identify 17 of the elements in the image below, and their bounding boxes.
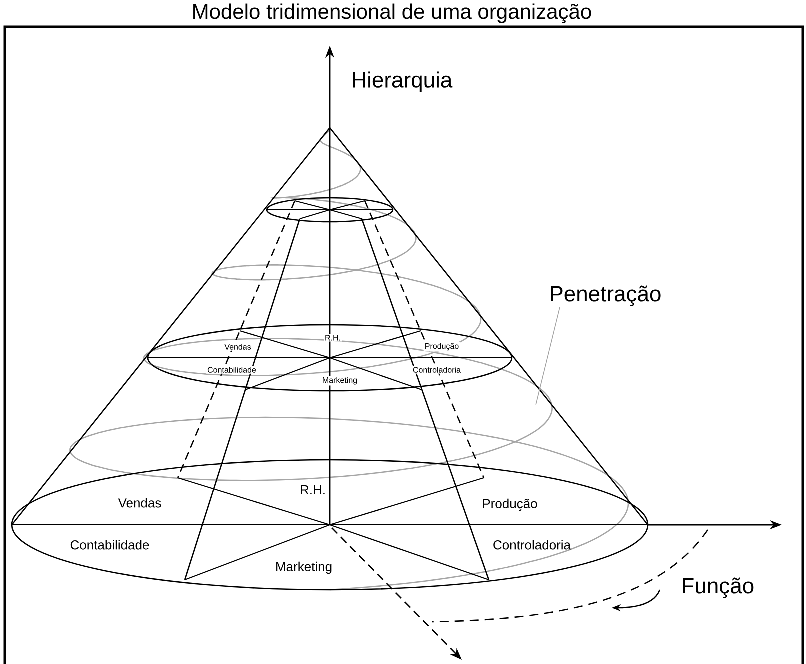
sector-label: Produção bbox=[483, 498, 538, 512]
sector-label: Vendas bbox=[224, 343, 252, 351]
sector-label: R.H. bbox=[324, 334, 342, 342]
sector-label: R.H. bbox=[301, 486, 325, 494]
sector-label: Produção bbox=[424, 342, 460, 352]
axis-label: Hierarquia bbox=[353, 72, 453, 92]
sector-label: Controladoria bbox=[412, 366, 462, 374]
title: Modelo tridimensional de uma organização bbox=[194, 4, 592, 24]
leader-line bbox=[536, 307, 560, 406]
sector-label: Marketing bbox=[276, 562, 332, 574]
sector-label: Marketing bbox=[321, 376, 359, 386]
sector-label: Vendas bbox=[118, 498, 162, 508]
axis-label: Função bbox=[683, 578, 754, 598]
sector-label: Contabilidade bbox=[70, 540, 150, 550]
sector-label: Contabilidade bbox=[206, 366, 258, 374]
axis-label: Penetração bbox=[551, 286, 661, 306]
sector-label: Controladoria bbox=[494, 540, 571, 550]
